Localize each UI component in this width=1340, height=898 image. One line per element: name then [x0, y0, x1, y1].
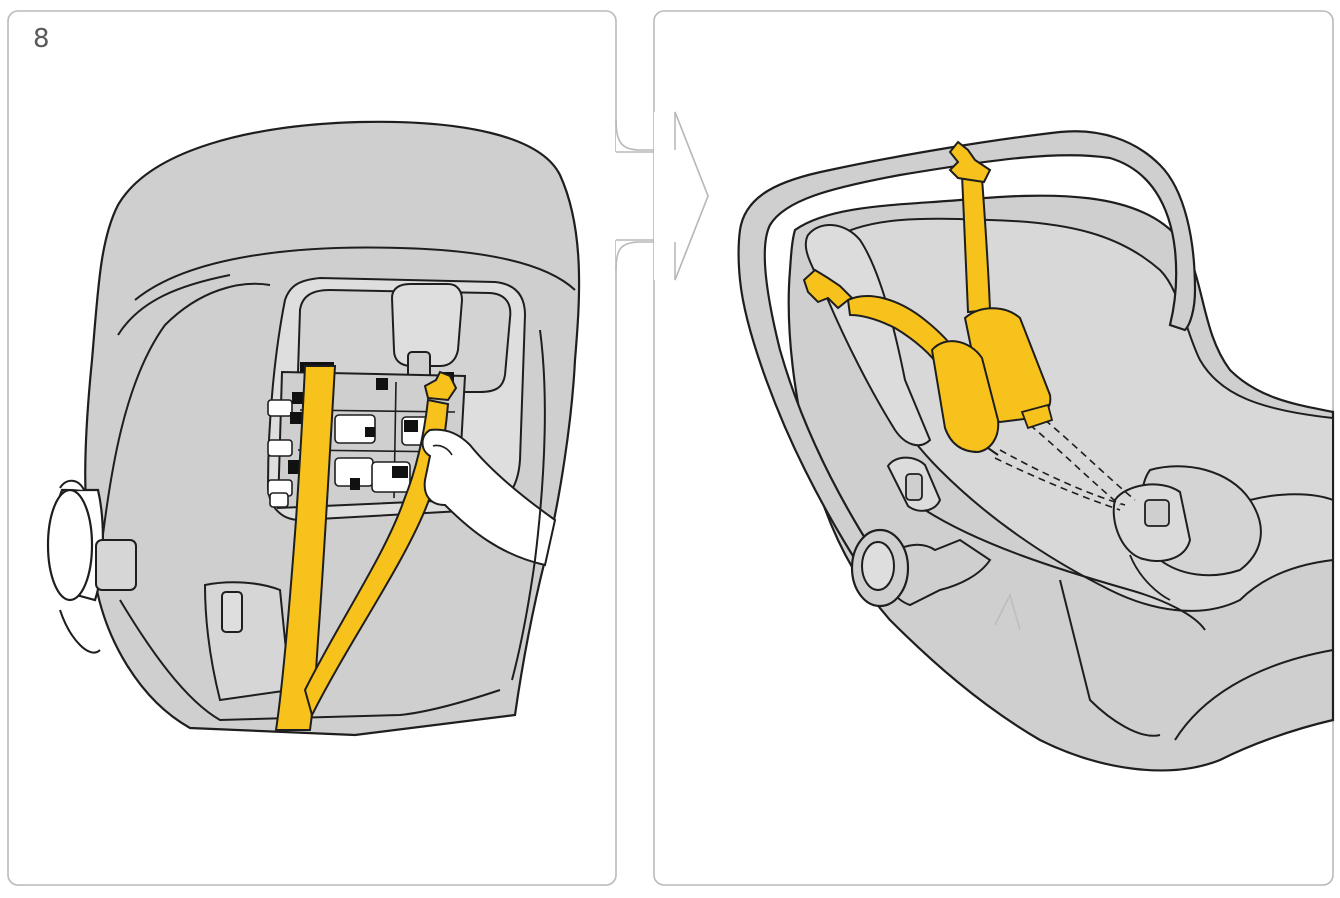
car-seat-base-ledge: [203, 581, 292, 702]
crotch-buckle: [1112, 483, 1192, 601]
arrow-head-outline: [674, 111, 709, 281]
carry-handle: [737, 130, 1197, 597]
handle-pivot-knob: [46, 479, 137, 654]
bolster-line: [1249, 493, 1334, 501]
shell-emboss: [994, 592, 1021, 631]
car-seat-right-wall: [511, 329, 546, 681]
shell-seam-2: [1174, 649, 1334, 741]
adjustment-knob: [390, 283, 464, 385]
shoulder-pad-left-tip: [987, 447, 999, 456]
base-slot-left: [221, 591, 243, 633]
harness-tongue-end: [423, 370, 458, 402]
shoulder-strap-top: [960, 173, 992, 314]
strap-routing-dashes: [994, 419, 1136, 511]
arrow-overlap-fill: [654, 112, 708, 280]
strap-end-left: [802, 268, 854, 310]
car-seat-shell-rim-lower: [117, 274, 231, 336]
strap-end-top: [948, 140, 992, 184]
hand-finger-line: [432, 444, 453, 456]
car-seat-side-wall: [99, 282, 271, 561]
harness-strap-left: [274, 365, 337, 731]
step-number: 8: [33, 24, 50, 54]
car-seat-shell-base: [119, 599, 501, 722]
shoulder-pad-right-tab: [1020, 403, 1054, 430]
car-seat-shell-rim: [134, 246, 576, 301]
hand: [421, 428, 557, 567]
left-panel: [7, 10, 617, 886]
shell-seam: [1059, 579, 1161, 737]
headrest: [804, 223, 932, 447]
right-panel: [653, 10, 1335, 886]
handle-pivot: [850, 528, 910, 608]
shell-lower-edge: [924, 509, 1206, 631]
side-latch: [886, 456, 942, 512]
shoulder-pad-left: [930, 340, 1000, 454]
